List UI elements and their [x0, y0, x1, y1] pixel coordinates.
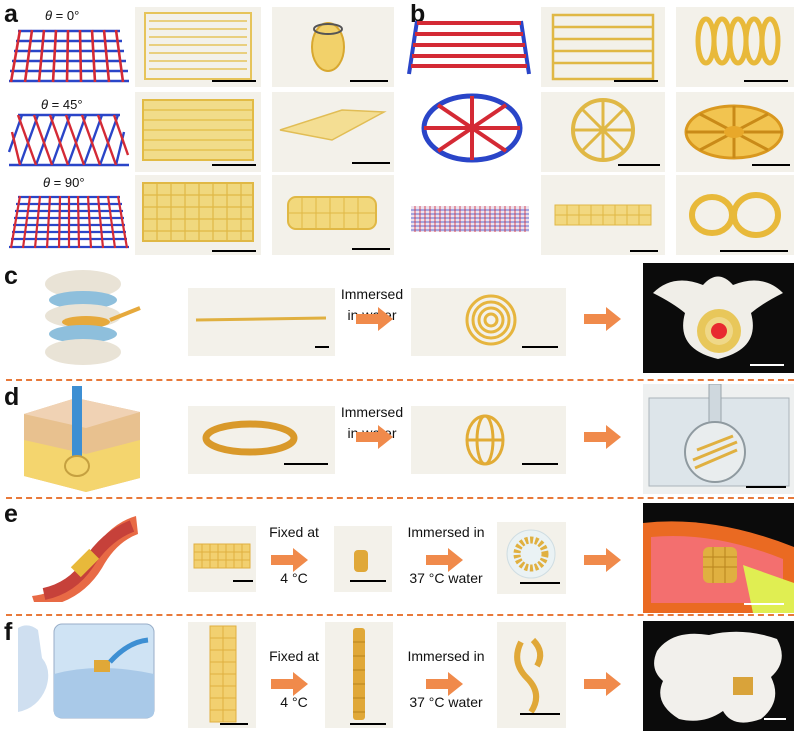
- scale-bar: [520, 582, 560, 584]
- step-text-fixed-4c: Fixed at: [269, 648, 319, 664]
- theta-label-45: θ = 45°: [41, 97, 83, 112]
- grid-diagram-45deg: [8, 113, 130, 167]
- grid-diagram-90deg: [9, 195, 129, 249]
- curved-mesh-photo: [272, 175, 394, 255]
- panel-label-c: c: [4, 262, 18, 290]
- arrow-right-icon: [271, 672, 308, 696]
- step-text-37c-water: 37 °C water: [409, 694, 483, 710]
- theta-label-90: θ = 90°: [43, 175, 85, 190]
- arrow-right-icon: [356, 307, 393, 331]
- scale-bar: [720, 250, 788, 252]
- scale-bar: [752, 164, 790, 166]
- rolled-mesh-photo: [334, 526, 392, 592]
- rolled-strip-photo: [325, 622, 393, 728]
- scale-bar: [764, 718, 786, 720]
- arrow-right-icon: [426, 672, 463, 696]
- scale-bar: [350, 80, 388, 82]
- panel-divider: [6, 614, 794, 616]
- step-text-fixed-4c: Fixed at: [269, 524, 319, 540]
- scale-bar: [233, 580, 253, 582]
- panel-label-a: a: [4, 0, 18, 28]
- scale-bar: [750, 364, 784, 366]
- figure-eight-rings-photo: [676, 175, 794, 255]
- cartilage-illustration: [18, 623, 155, 719]
- arrow-right-icon: [584, 672, 621, 696]
- panel-divider: [6, 379, 794, 381]
- dense-grid-diagram: [411, 206, 529, 232]
- scale-bar: [220, 723, 248, 725]
- printed-ladder-photo: [541, 7, 665, 87]
- scale-bar: [284, 463, 328, 465]
- printed-grid-90deg-photo: [135, 175, 261, 255]
- coiled-fiber-photo: [411, 288, 566, 356]
- scale-bar: [614, 80, 658, 82]
- scale-bar: [315, 346, 329, 348]
- scale-bar: [522, 346, 558, 348]
- grid-diagram-0deg: [9, 29, 129, 83]
- blood-vessel-illustration: [32, 516, 138, 602]
- rolled-tube-photo: [272, 7, 394, 87]
- basket-shape-photo: [411, 406, 566, 474]
- panel-label-e: e: [4, 500, 18, 528]
- wheel-diagram: [421, 93, 523, 163]
- vessel-model-photo: [643, 503, 794, 613]
- vertebra-model-photo: [643, 263, 794, 373]
- step-text-4c: 4 °C: [280, 570, 308, 586]
- scale-bar: [630, 250, 658, 252]
- panel-divider: [6, 497, 794, 499]
- arrow-right-icon: [271, 548, 308, 572]
- scale-bar: [744, 80, 788, 82]
- printed-strip-photo: [541, 175, 665, 255]
- printed-wheel-photo: [541, 92, 665, 172]
- scale-bar: [352, 162, 390, 164]
- step-text-4c: 4 °C: [280, 694, 308, 710]
- printed-grid-45deg-photo: [135, 92, 261, 172]
- step-text-37c-water: 37 °C water: [409, 570, 483, 586]
- scale-bar: [212, 250, 256, 252]
- printed-grid-0deg-photo: [135, 7, 261, 87]
- arrow-right-icon: [426, 548, 463, 572]
- s-shaped-strip-photo: [497, 622, 566, 728]
- step-text-immersed-in: Immersed in: [407, 648, 485, 664]
- theta-label-0: θ = 0°: [45, 8, 80, 23]
- arrow-right-icon: [584, 307, 621, 331]
- scale-bar: [618, 164, 660, 166]
- curled-ladder-photo: [676, 7, 794, 87]
- twisted-sheet-photo: [272, 92, 394, 172]
- femur-model-photo: [643, 621, 794, 731]
- scale-bar: [212, 80, 256, 82]
- panel-label-b: b: [410, 0, 426, 28]
- scale-bar: [746, 486, 786, 488]
- ladder-diagram: [407, 20, 531, 75]
- scale-bar: [520, 713, 560, 715]
- arrow-right-icon: [584, 425, 621, 449]
- scale-bar: [350, 580, 386, 582]
- arrow-right-icon: [356, 425, 393, 449]
- scale-bar: [212, 164, 256, 166]
- step-text-immersed-in: Immersed in: [407, 524, 485, 540]
- scale-bar: [522, 463, 558, 465]
- arrow-right-icon: [584, 548, 621, 572]
- skin-tissue-illustration: [24, 386, 140, 492]
- scale-bar: [352, 248, 390, 250]
- spine-illustration: [45, 270, 141, 365]
- scale-bar: [350, 723, 386, 725]
- panel-label-d: d: [4, 383, 20, 411]
- flat-mesh-photo: [188, 526, 256, 592]
- scale-bar: [744, 603, 784, 605]
- straight-fiber-photo: [188, 288, 335, 356]
- long-mesh-strip-photo: [188, 622, 256, 728]
- folded-band-photo: [188, 406, 335, 474]
- panel-label-f: f: [4, 618, 13, 646]
- glass-flask-photo: [643, 384, 794, 494]
- domed-wheel-photo: [676, 92, 794, 172]
